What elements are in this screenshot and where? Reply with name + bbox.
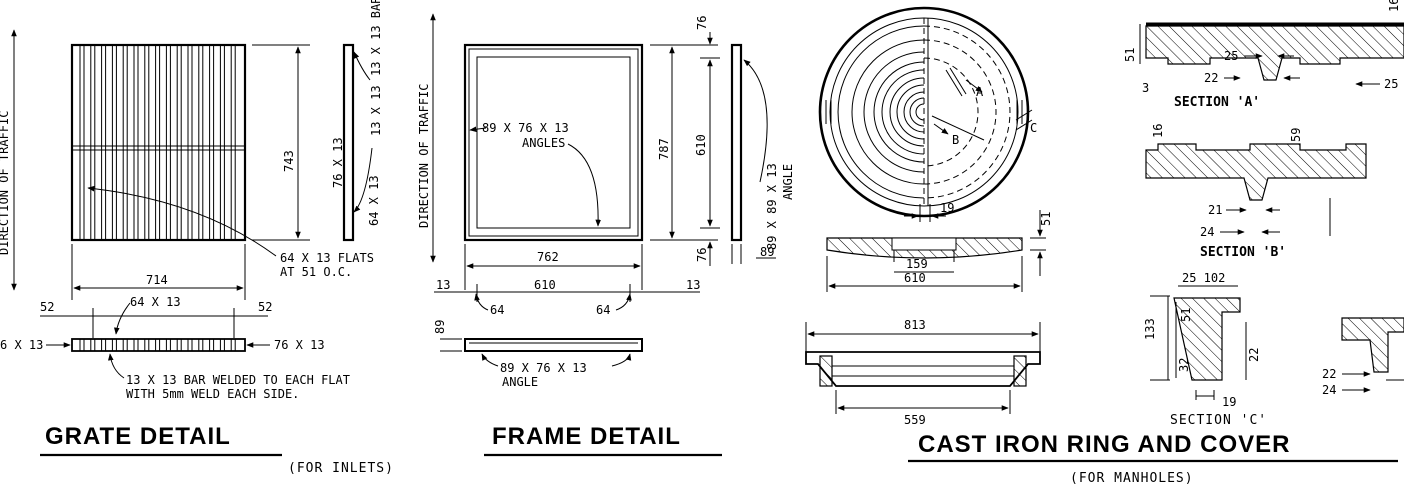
- frame-dim-13-right: 13: [686, 278, 700, 292]
- frame-dim-89-vert: 89: [433, 320, 447, 334]
- grate-dim-714: 714: [146, 273, 168, 287]
- frame-angles-89: 89 X 76 X 13: [482, 121, 569, 135]
- frame-dim-610-h: 610: [534, 278, 556, 292]
- sec-a-dim-25-right: 25: [1384, 77, 1398, 91]
- sec-a-dim-51: 51: [1123, 48, 1137, 62]
- sec-c-dim-25-102: 25 102: [1182, 271, 1225, 285]
- sec-a-dim-22: 22: [1204, 71, 1218, 85]
- sec-c-dim-22: 22: [1247, 348, 1261, 362]
- sec-a-title: SECTION 'A': [1174, 95, 1260, 110]
- sec-a-dim-25: 25: [1224, 49, 1238, 63]
- frame-angles-word: ANGLES: [522, 136, 565, 150]
- section-d-partial: 22 24: [1322, 317, 1404, 397]
- frame-dim-64-left: 64: [490, 303, 504, 317]
- frame-angle-89x89-1: 89 X 89 X 13: [765, 163, 779, 250]
- grate-elevation: [71, 338, 246, 352]
- frame-title: FRAME DETAIL: [492, 423, 681, 450]
- grate-right-76x13: 76 X 13: [274, 338, 325, 352]
- grate-label-76x13-side: 76 X 13: [331, 137, 345, 188]
- grate-left-76x13: 6 X 13: [0, 338, 43, 352]
- sec-a-dim-3: 3: [1142, 81, 1149, 95]
- grate-dim-743: 743: [282, 150, 296, 172]
- frame-detail: DIRECTION OF TRAFFIC 89 X 76 X 13 ANGLES…: [417, 13, 795, 457]
- grate-dim-52-right: 52: [258, 300, 272, 314]
- frame-angle-bottom-1: 89 X 76 X 13: [500, 361, 587, 375]
- ring-label-b: B: [952, 133, 959, 147]
- sec-c-dim-133: 133: [1143, 318, 1157, 340]
- frame-dim-76-top: 76: [695, 16, 709, 30]
- frame-angle-bottom-2: ANGLE: [502, 375, 538, 389]
- sec-c-dim-51: 51: [1179, 308, 1193, 322]
- sec-d-dim-24: 24: [1322, 383, 1336, 397]
- grate-dim-52-left: 52: [40, 300, 54, 314]
- frame-dim-13-left: 13: [436, 278, 450, 292]
- section-b: 16 59 21 24 SECTION 'B': [1145, 124, 1367, 260]
- sec-c-dim-19: 19: [1222, 395, 1236, 409]
- grate-label-64x13-side: 64 X 13: [367, 175, 381, 226]
- frame-dim-64-right: 64: [596, 303, 610, 317]
- ring-dim-51: 51: [1039, 212, 1053, 226]
- frame-direction-label: DIRECTION OF TRAFFIC: [417, 84, 431, 229]
- frame-dim-76-bottom: 76: [695, 248, 709, 262]
- sec-b-dim-59: 59: [1289, 128, 1303, 142]
- grate-flats-line2: AT 51 O.C.: [280, 265, 352, 279]
- grate-plan: [70, 43, 247, 242]
- ring-section: [805, 351, 1041, 387]
- frame-dim-787: 787: [657, 138, 671, 160]
- ring-and-cover: A B C 19 159 610 51 813: [805, 6, 1398, 463]
- sec-d-dim-22: 22: [1322, 367, 1336, 381]
- grate-label-13x13-bar: 13 X 13 BAR: [369, 0, 383, 76]
- grate-direction-label: DIRECTION OF TRAFFIC: [0, 111, 11, 256]
- section-a: 51 25 22 3 25 16 SECTION 'A': [1123, 0, 1404, 110]
- frame-angle-89x89-2: ANGLE: [781, 164, 795, 200]
- grate-note-line2: WITH 5mm WELD EACH SIDE.: [126, 387, 299, 401]
- sec-c-dim-32: 32: [1177, 358, 1191, 372]
- grate-label-13x13: 13 X 13: [369, 85, 383, 136]
- sec-b-title: SECTION 'B': [1200, 245, 1286, 260]
- ring-label-a: A: [976, 85, 984, 99]
- ring-dim-19-top: 19: [940, 201, 954, 215]
- inlets-note: (FOR INLETS): [288, 461, 394, 476]
- ring-dim-610: 610: [904, 271, 926, 285]
- manholes-note: (FOR MANHOLES): [1070, 471, 1194, 486]
- sec-b-dim-24: 24: [1200, 225, 1214, 239]
- ring-dim-813: 813: [904, 318, 926, 332]
- grate-title: GRATE DETAIL: [45, 423, 231, 450]
- ring-dim-559: 559: [904, 413, 926, 427]
- sec-c-title: SECTION 'C': [1170, 413, 1267, 428]
- frame-dim-610-v: 610: [694, 134, 708, 156]
- frame-dim-89-side: 89: [760, 245, 774, 259]
- ring-label-c: C: [1030, 121, 1037, 135]
- frame-outer: [463, 43, 644, 242]
- sec-b-dim-21: 21: [1208, 203, 1222, 217]
- grate-side-bar: [342, 43, 355, 242]
- grate-flats-line1: 64 X 13 FLATS: [280, 251, 374, 265]
- frame-side-angle: [730, 43, 743, 242]
- frame-dim-762: 762: [537, 250, 559, 264]
- grate-bottom-64x13: 64 X 13: [130, 295, 181, 309]
- ring-title: CAST IRON RING AND COVER: [918, 431, 1290, 458]
- sec-b-dim-16: 16: [1151, 124, 1165, 138]
- section-c: 25 102 133 51 32 22 19 SECTION 'C': [1143, 271, 1267, 428]
- grate-detail: DIRECTION OF TRAFFIC 743 13 X 13 BAR 13 …: [0, 0, 383, 457]
- ring-dim-159: 159: [906, 257, 928, 271]
- sec-a-dim-16-top: 16: [1387, 0, 1401, 12]
- grate-note-line1: 13 X 13 BAR WELDED TO EACH FLAT: [126, 373, 350, 387]
